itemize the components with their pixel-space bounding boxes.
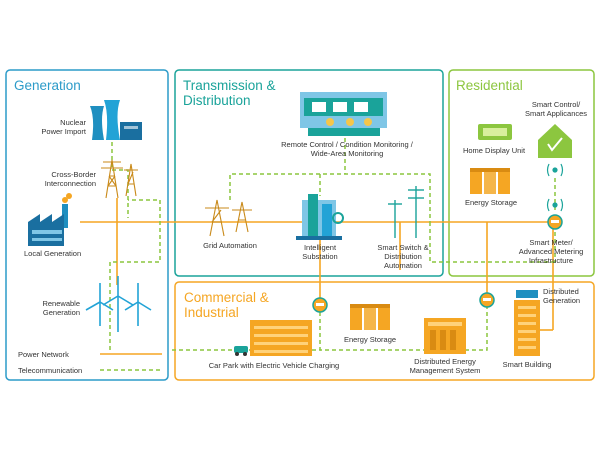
telecom-lines xyxy=(109,138,556,351)
smart-building-icon xyxy=(514,290,540,356)
label-distributed-generation: Distributed Generation xyxy=(543,287,580,305)
section-title-commercial-line2: Industrial xyxy=(184,305,239,320)
label-distributed-gen-line1: Distributed xyxy=(543,287,579,296)
label-cross-border: Cross-Border Interconnection xyxy=(18,170,96,188)
section-title-residential: Residential xyxy=(456,78,523,93)
section-title-generation: Generation xyxy=(14,78,81,93)
label-remote-line2: Wide-Area Monitoring xyxy=(310,149,384,158)
label-renewable-line1: Renewable xyxy=(42,299,80,308)
label-renewable-line2: Generation xyxy=(42,308,80,317)
label-substation-line2: Substation xyxy=(302,252,338,261)
label-cross-border-line1: Cross-Border xyxy=(51,170,96,179)
control-room-icon xyxy=(300,92,387,136)
section-title-commercial-line1: Commercial & xyxy=(184,290,269,305)
label-substation-line1: Intelligent xyxy=(303,243,337,252)
label-local-generation: Local Generation xyxy=(24,249,82,258)
car-park-icon xyxy=(234,320,312,356)
label-smart-meter-line2: Advanced Metering xyxy=(518,247,584,256)
smart-meter-icon xyxy=(312,214,563,313)
grid-automation-pylon-icon xyxy=(205,199,252,237)
nuclear-plant-icon xyxy=(90,100,142,140)
section-title-transmission-line2: Distribution xyxy=(183,93,251,108)
label-smart-switch-line1: Smart Switch & xyxy=(377,243,429,252)
label-energy-storage-residential: Energy Storage xyxy=(464,198,518,207)
smart-house-icon xyxy=(538,124,572,158)
label-car-park: Car Park with Electric Vehicle Charging xyxy=(208,361,340,370)
label-smart-switch-line2: Distribution xyxy=(384,252,422,261)
substation-icon xyxy=(296,194,344,240)
label-dems: Distributed Energy Management System xyxy=(400,357,490,375)
home-display-icon xyxy=(478,124,512,140)
dems-icon xyxy=(424,318,466,354)
legend-telecom-label: Telecommunication xyxy=(18,366,83,375)
label-smart-building: Smart Building xyxy=(502,360,552,369)
label-smart-meter: Smart Meter/ Advanced Metering Infrastru… xyxy=(508,238,594,265)
label-renewable: Renewable Generation xyxy=(18,299,80,317)
label-energy-storage-commercial: Energy Storage xyxy=(343,335,397,344)
label-remote-control: Remote Control / Condition Monitoring / … xyxy=(262,140,432,158)
transmission-frame xyxy=(174,69,444,277)
label-nuclear-line2: Power Import xyxy=(41,127,86,136)
section-title-transmission: Transmission & Distribution xyxy=(183,78,276,108)
label-remote-line1: Remote Control / Condition Monitoring / xyxy=(281,140,413,149)
section-title-commercial: Commercial & Industrial xyxy=(184,290,269,320)
label-smart-switch-line3: Automation xyxy=(384,261,422,270)
label-smart-meter-line1: Smart Meter/ xyxy=(529,238,573,247)
legend-power-label: Power Network xyxy=(18,350,69,359)
label-home-display: Home Display Unit xyxy=(462,146,526,155)
label-smart-control-line2: Smart Applicances xyxy=(524,109,588,118)
wind-turbine-icon xyxy=(85,276,152,332)
label-nuclear-line1: Nuclear xyxy=(60,118,86,127)
section-title-transmission-line1: Transmission & xyxy=(183,78,276,93)
label-smart-control: Smart Control/ Smart Applicances xyxy=(518,100,594,118)
label-dems-line2: Management System xyxy=(409,366,481,375)
residential-frame xyxy=(448,69,595,277)
smart-switch-icon xyxy=(388,186,424,238)
cross-border-pylon-icon xyxy=(101,159,138,199)
label-nuclear: Nuclear Power Import xyxy=(20,118,86,136)
label-distributed-gen-line2: Generation xyxy=(543,296,581,305)
label-grid-automation: Grid Automation xyxy=(203,241,257,250)
label-substation: Intelligent Substation xyxy=(290,243,350,261)
label-cross-border-line2: Interconnection xyxy=(44,179,96,188)
label-smart-switch: Smart Switch & Distribution Automation xyxy=(368,243,438,270)
label-smart-meter-line3: Infrastructure xyxy=(528,256,574,265)
commercial-storage-icon xyxy=(350,304,390,330)
label-dems-line1: Distributed Energy xyxy=(414,357,476,366)
label-smart-control-line1: Smart Control/ xyxy=(531,100,581,109)
wireless-icon xyxy=(546,163,564,212)
residential-storage-icon xyxy=(470,168,510,194)
generation-frame xyxy=(5,69,169,381)
factory-icon xyxy=(28,193,72,246)
commercial-frame xyxy=(174,281,595,381)
